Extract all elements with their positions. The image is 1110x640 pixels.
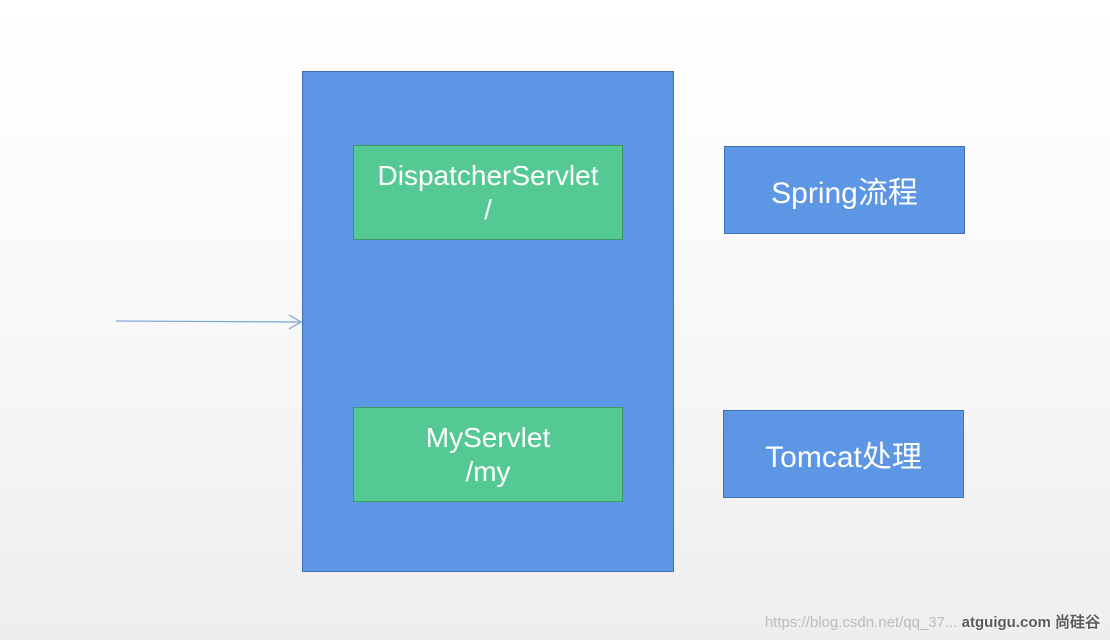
my-servlet-name: MyServlet [425, 421, 551, 453]
watermark: https://blog.csdn.net/qq_37... atguigu.c… [765, 611, 1100, 632]
dispatcher-servlet-name: DispatcherServlet [377, 159, 599, 191]
request-arrow-head [288, 314, 303, 330]
request-arrow-line [115, 320, 301, 323]
tomcat-handling-label: Tomcat处理 [723, 410, 964, 498]
tomcat-handling-text: Tomcat处理 [765, 441, 922, 474]
spring-flow-text: Spring流程 [771, 177, 918, 210]
my-servlet-box: MyServlet /my [353, 407, 623, 502]
spring-flow-label: Spring流程 [724, 146, 965, 234]
my-servlet-path: /my [465, 455, 511, 487]
watermark-brand: atguigu.com 尚硅谷 [961, 614, 1100, 631]
watermark-url: https://blog.csdn.net/qq_37... [764, 614, 958, 631]
dispatcher-servlet-path: / [484, 193, 492, 225]
dispatcher-servlet-box: DispatcherServlet / [353, 145, 623, 240]
